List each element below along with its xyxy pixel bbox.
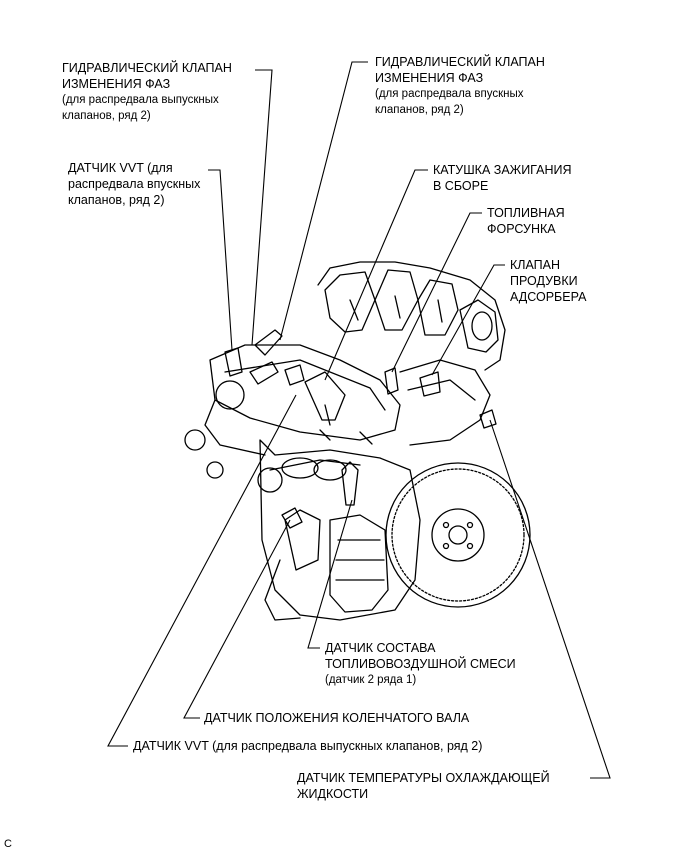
label-line: В СБОРЕ [433, 179, 489, 193]
label-line: ТОПЛИВОВОЗДУШНОЙ СМЕСИ [325, 657, 516, 671]
label-line: распредвала впускных [68, 177, 201, 191]
label-line: ДАТЧИК VVT (для распредвала выпускных кл… [133, 739, 483, 753]
leader-af-sensor [307, 499, 353, 649]
label-line: ПРОДУВКИ [510, 274, 578, 288]
leader-ignition-coil [324, 169, 428, 381]
label-af-sensor: ДАТЧИК СОСТАВА ТОПЛИВОВОЗДУШНОЙ СМЕСИ (д… [325, 640, 516, 688]
label-coolant-temp-sensor: ДАТЧИК ТЕМПЕРАТУРЫ ОХЛАЖДАЮЩЕЙ ЖИДКОСТИ [297, 770, 550, 802]
label-line: ЖИДКОСТИ [297, 787, 369, 801]
leader-vvt-exhaust [107, 394, 297, 747]
label-line: КАТУШКА ЗАЖИГАНИЯ [433, 163, 572, 177]
label-line: КЛАПАН [510, 258, 561, 272]
label-purge-valve: КЛАПАН ПРОДУВКИ АДСОРБЕРА [510, 257, 586, 305]
leader-vvt-intake [208, 169, 233, 351]
label-line: ГИДРАВЛИЧЕСКИЙ КЛАПАН [62, 61, 232, 75]
label-crank-sensor: ДАТЧИК ПОЛОЖЕНИЯ КОЛЕНЧАТОГО ВАЛА [204, 710, 469, 726]
label-vvt-sensor-intake: ДАТЧИК VVT (для распредвала впускных кла… [68, 160, 200, 208]
label-hyd-valve-intake: ГИДРАВЛИЧЕСКИЙ КЛАПАН ИЗМЕНЕНИЯ ФАЗ (для… [375, 54, 545, 118]
label-line: (для распредвала выпускных [62, 94, 219, 106]
leader-fuel-injector [391, 212, 482, 373]
label-vvt-sensor-exhaust: ДАТЧИК VVT (для распредвала выпускных кл… [133, 738, 482, 754]
leader-crank-sensor [183, 519, 291, 719]
corner-mark: C [4, 838, 12, 850]
label-line: ДАТЧИК VVT (для [68, 161, 173, 175]
label-line: ГИДРАВЛИЧЕСКИЙ КЛАПАН [375, 55, 545, 69]
leader-purge-valve [431, 264, 505, 376]
label-fuel-injector: ТОПЛИВНАЯ ФОРСУНКА [487, 205, 565, 237]
label-line: ТОПЛИВНАЯ [487, 206, 565, 220]
label-line: ИЗМЕНЕНИЯ ФАЗ [62, 77, 171, 91]
label-line: ИЗМЕНЕНИЯ ФАЗ [375, 71, 484, 85]
label-line: клапанов, ряд 2) [62, 110, 151, 122]
label-line: ДАТЧИК СОСТАВА [325, 641, 436, 655]
label-line: (датчик 2 ряда 1) [325, 674, 417, 686]
label-line: ДАТЧИК ТЕМПЕРАТУРЫ ОХЛАЖДАЮЩЕЙ [297, 771, 550, 785]
label-line: ФОРСУНКА [487, 222, 556, 236]
leader-hyd-intake [279, 61, 368, 341]
leader-hyd-exhaust [251, 69, 273, 346]
label-line: клапанов, ряд 2) [68, 193, 165, 207]
label-line: (для распредвала впускных [375, 88, 524, 100]
engine-illustration [184, 261, 531, 621]
label-line: клапанов, ряд 2) [375, 104, 464, 116]
label-hyd-valve-exhaust: ГИДРАВЛИЧЕСКИЙ КЛАПАН ИЗМЕНЕНИЯ ФАЗ (для… [62, 60, 232, 124]
label-ignition-coil: КАТУШКА ЗАЖИГАНИЯ В СБОРЕ [433, 162, 572, 194]
label-line: ДАТЧИК ПОЛОЖЕНИЯ КОЛЕНЧАТОГО ВАЛА [204, 711, 470, 725]
label-line: АДСОРБЕРА [510, 290, 587, 304]
leader-lines [107, 61, 611, 779]
leader-coolant-temp [489, 419, 611, 779]
